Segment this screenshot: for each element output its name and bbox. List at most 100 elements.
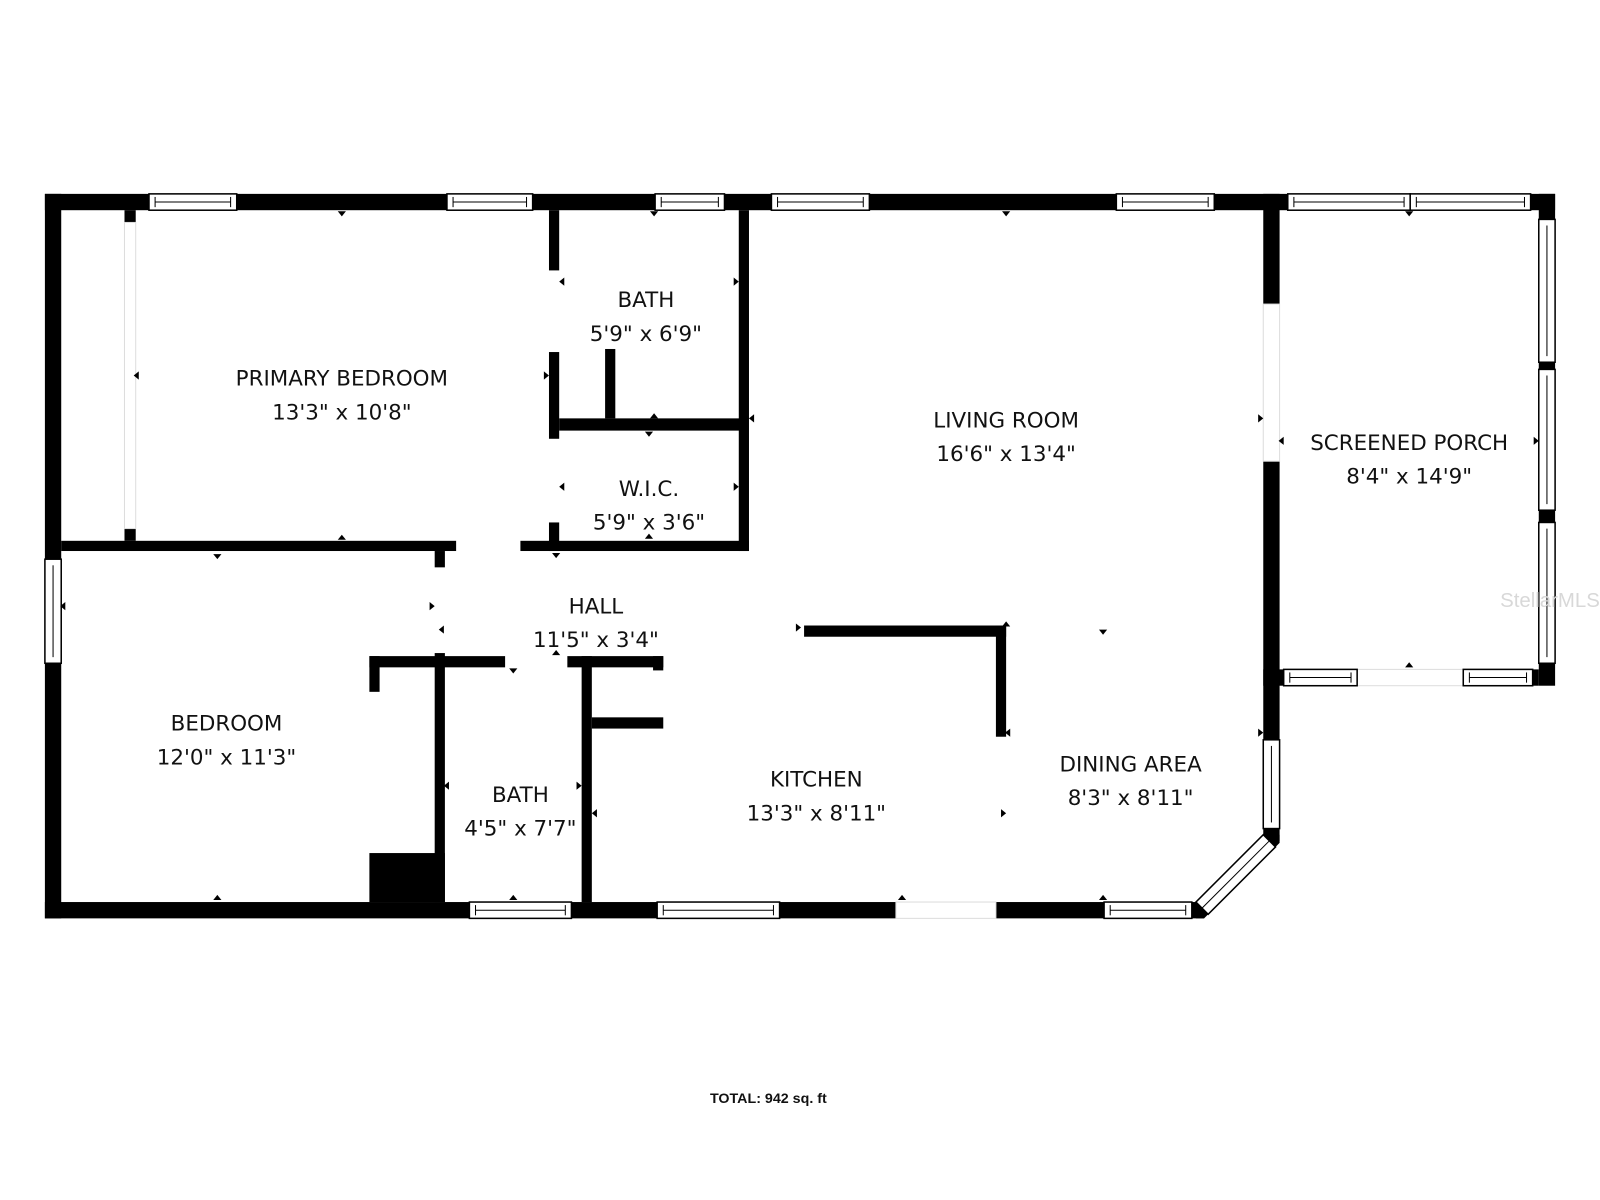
- dimension-marker: [543, 371, 549, 380]
- room-name: LIVING ROOM: [933, 409, 1079, 434]
- dimension-marker: [650, 413, 659, 419]
- dimension-marker: [337, 534, 346, 540]
- dimension-marker: [438, 625, 444, 634]
- window: [656, 901, 781, 920]
- dimension-marker: [1002, 211, 1011, 217]
- wall: [124, 210, 136, 223]
- window: [1409, 193, 1532, 211]
- window: [1538, 218, 1556, 364]
- wall: [581, 656, 592, 903]
- room-size: 13'3" x 8'11": [747, 801, 886, 826]
- window: [1194, 833, 1277, 916]
- wall: [369, 853, 445, 903]
- room-size: 5'9" x 6'9": [590, 322, 702, 347]
- dimension-marker: [133, 371, 139, 380]
- dimension-marker: [443, 781, 449, 790]
- window: [1115, 193, 1216, 211]
- opening: [895, 901, 997, 919]
- dimension-marker: [1533, 436, 1539, 445]
- room-name: BATH: [617, 288, 674, 313]
- room-bath-1: BATH 5'9" x 6'9": [590, 288, 702, 347]
- wall: [61, 540, 457, 552]
- wall: [804, 625, 1007, 637]
- room-wic: W.I.C. 5'9" x 3'6": [593, 477, 705, 536]
- wall: [124, 528, 136, 541]
- dimension-marker: [552, 650, 561, 656]
- room-name: DINING AREA: [1060, 752, 1203, 777]
- room-name: BEDROOM: [171, 712, 283, 737]
- dimension-marker: [552, 553, 561, 559]
- window: [44, 558, 62, 665]
- windows: [44, 193, 1556, 920]
- room-name: HALL: [569, 594, 624, 619]
- room-name: W.I.C.: [619, 477, 679, 502]
- room-name: PRIMARY BEDROOM: [236, 367, 448, 392]
- dimension-marker: [1098, 629, 1108, 635]
- dimension-marker: [1002, 621, 1011, 627]
- wall: [567, 656, 664, 668]
- room-bath-2: BATH 4'5" x 7'7": [464, 783, 576, 842]
- dimension-marker: [1405, 211, 1414, 217]
- opening: [1356, 668, 1464, 687]
- dimension-marker: [576, 781, 582, 790]
- room-name: SCREENED PORCH: [1310, 431, 1508, 456]
- wall: [548, 352, 560, 439]
- dimension-marker: [213, 554, 222, 560]
- window: [770, 193, 871, 211]
- dimension-marker: [337, 211, 346, 217]
- room-hall: HALL 11'5" x 3'4": [533, 594, 659, 653]
- room-dining-area: DINING AREA 8'3" x 8'11": [1060, 752, 1203, 811]
- window: [1103, 901, 1193, 920]
- room-size: 4'5" x 7'7": [464, 817, 576, 842]
- dimension-marker: [1005, 728, 1011, 737]
- window: [1538, 368, 1556, 511]
- opening: [1262, 303, 1281, 462]
- wall: [995, 625, 1007, 737]
- room-size: 11'5" x 3'4": [533, 628, 659, 653]
- wall: [520, 540, 749, 552]
- window: [1282, 668, 1358, 687]
- window: [148, 193, 238, 211]
- dimension-marker: [1278, 436, 1284, 445]
- room-name: KITCHEN: [770, 768, 863, 793]
- room-size: 5'9" x 3'6": [593, 511, 705, 536]
- total-area: TOTAL: 942 sq. ft: [710, 1091, 827, 1107]
- dimension-markers: [60, 211, 1539, 900]
- window: [654, 193, 726, 211]
- dimension-marker: [644, 533, 654, 539]
- dimension-marker: [429, 602, 435, 611]
- dimension-marker: [1098, 894, 1108, 900]
- room-size: 8'4" x 14'9": [1346, 465, 1472, 490]
- room-size: 13'3" x 10'8": [272, 400, 411, 425]
- dimension-marker: [650, 211, 659, 217]
- wall: [738, 210, 749, 552]
- room-size: 16'6" x 13'4": [936, 442, 1075, 467]
- dimension-marker: [509, 668, 518, 674]
- dimension-marker: [644, 431, 654, 437]
- dimension-marker: [509, 894, 518, 900]
- wall: [434, 551, 445, 568]
- dimension-marker: [591, 809, 597, 818]
- wall: [559, 418, 743, 431]
- dimension-marker: [1001, 809, 1007, 818]
- window: [446, 193, 534, 211]
- wall: [548, 210, 560, 271]
- wall: [653, 656, 664, 671]
- dimension-marker: [60, 602, 66, 611]
- room-primary-bedroom: PRIMARY BEDROOM 13'3" x 10'8": [236, 367, 448, 426]
- dimension-marker: [559, 277, 565, 286]
- dimension-marker: [1258, 728, 1264, 737]
- room-size: 12'0" x 11'3": [157, 745, 296, 770]
- wall: [605, 348, 616, 419]
- dimension-marker: [213, 894, 222, 900]
- watermark: StellarMLS: [1500, 590, 1600, 612]
- wall: [1263, 193, 1280, 305]
- wall: [548, 522, 560, 552]
- dimension-marker: [897, 894, 907, 900]
- window: [1262, 739, 1281, 830]
- room-bedroom: BEDROOM 12'0" x 11'3": [157, 712, 296, 771]
- dimension-marker: [795, 623, 802, 632]
- dimension-marker: [1258, 414, 1264, 423]
- wall: [44, 193, 62, 919]
